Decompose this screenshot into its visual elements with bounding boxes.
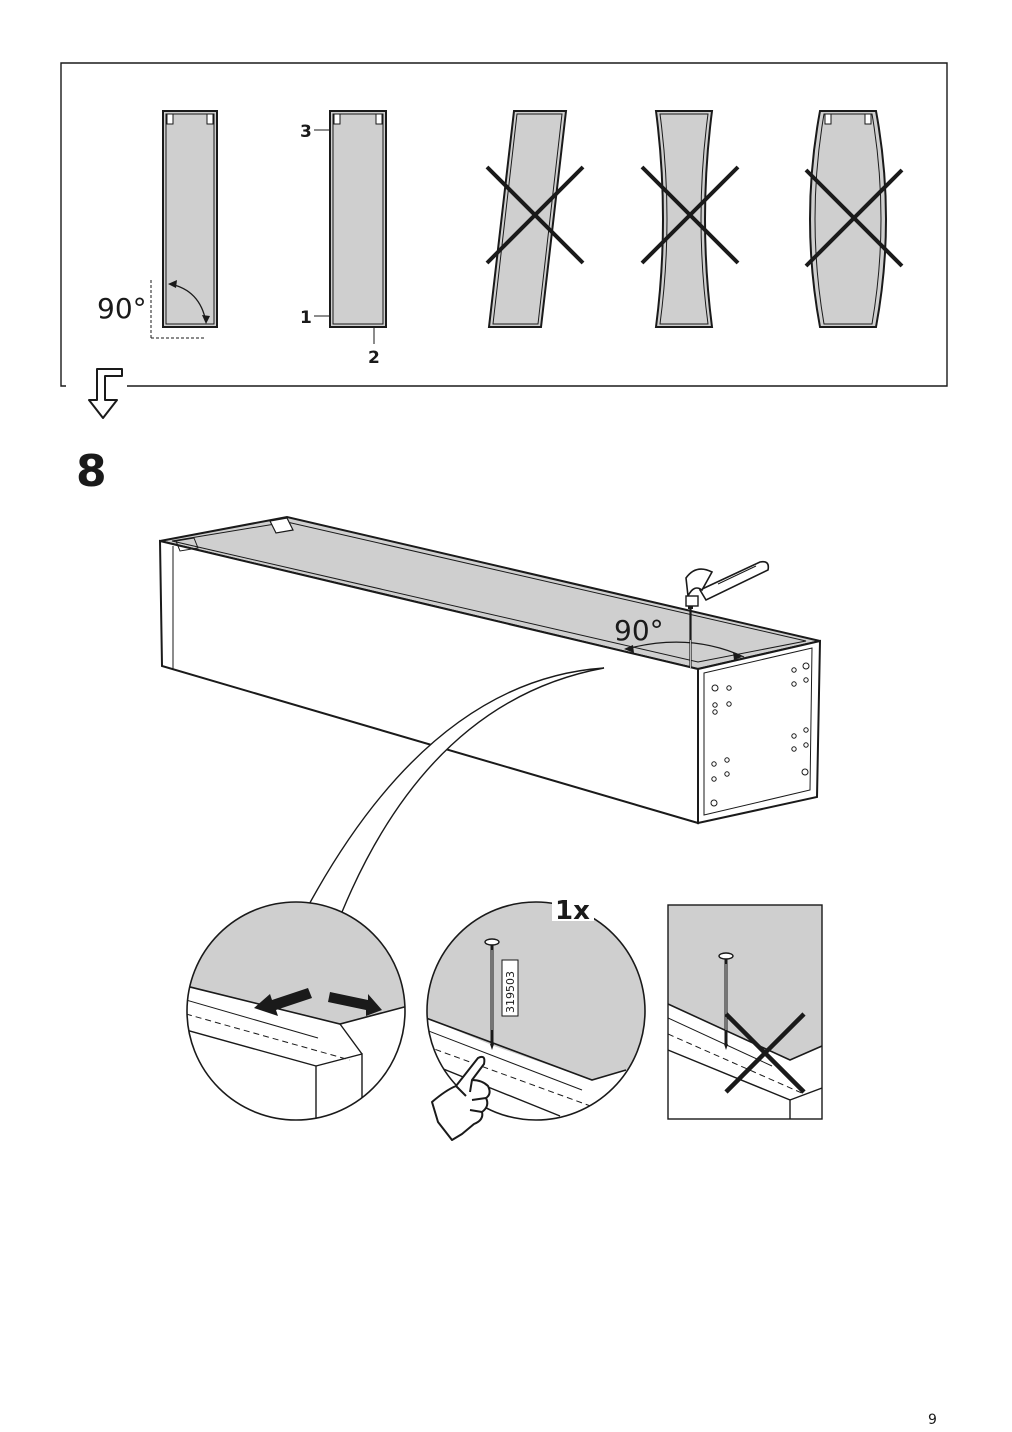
cabinet-illustration: 90° bbox=[158, 515, 822, 913]
panel-labelled-edges: 3 1 2 bbox=[300, 110, 387, 368]
push-arrows-icon bbox=[254, 988, 382, 1016]
cabinet-angle-label: 90° bbox=[614, 614, 664, 647]
edge-label-3: 3 bbox=[300, 122, 312, 142]
turn-down-arrow-icon bbox=[88, 368, 123, 419]
edge-label-2: 2 bbox=[368, 348, 380, 368]
panel-wrong-concave bbox=[640, 110, 740, 328]
cross-mark-icon bbox=[804, 168, 904, 268]
nail-icon bbox=[688, 606, 693, 668]
nail-icon bbox=[484, 938, 500, 1050]
panel-correct-90: 90° bbox=[97, 110, 218, 339]
cross-mark-icon bbox=[724, 1012, 806, 1094]
edge-label-1: 1 bbox=[300, 308, 312, 328]
hammer-icon bbox=[685, 560, 770, 607]
nail-icon bbox=[718, 952, 734, 1050]
detail-wrong-nail bbox=[667, 904, 823, 1120]
part-number: 319503 bbox=[504, 971, 517, 1013]
angle-label: 90° bbox=[97, 292, 147, 325]
panel-wrong-skewed bbox=[485, 110, 585, 328]
cross-mark-icon bbox=[485, 165, 585, 265]
step-number: 8 bbox=[76, 446, 107, 497]
detail-push-panel bbox=[186, 901, 406, 1121]
panel-wrong-convex bbox=[804, 110, 904, 328]
hole-pattern bbox=[710, 662, 810, 807]
pointing-hand-icon bbox=[431, 1055, 491, 1141]
page-number: 9 bbox=[928, 1412, 937, 1428]
panel-frame bbox=[60, 62, 948, 387]
cross-mark-icon bbox=[640, 165, 740, 265]
quantity-label: 1x bbox=[555, 896, 590, 926]
squareness-check-panel: 90° 3 1 2 bbox=[60, 62, 948, 419]
detail-nail-placement: 319503 1x bbox=[426, 895, 646, 1141]
